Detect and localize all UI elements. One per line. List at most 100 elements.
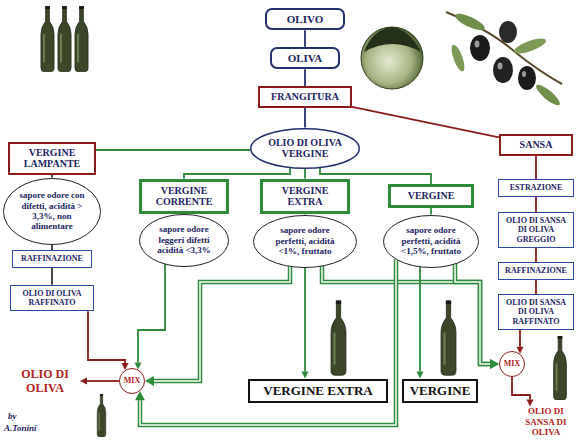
- bottle-icon: [97, 394, 106, 437]
- process-box: OLIVO: [265, 8, 345, 31]
- node-text: sapore odore perfetti, acidità <1,5%, fr…: [396, 225, 467, 256]
- olive-fruit: [493, 57, 513, 83]
- author-note: by: [8, 411, 17, 421]
- node-text: sapore odore leggeri difetti acidità <3,…: [151, 224, 218, 255]
- connector: [305, 69, 306, 86]
- node-text: VERGINE EXTRA: [252, 384, 384, 399]
- process-box: VERGINE: [402, 379, 478, 404]
- bottle-icon: [331, 301, 346, 375]
- node-text: OLIO DI OLIVA: [10, 368, 80, 396]
- connector-line: [304, 268, 306, 372]
- connector-line-inner: [455, 264, 490, 364]
- description-ellipse: sapore odore perfetti, acidità <1%, frut…: [253, 215, 357, 268]
- connector-line-inner: [140, 259, 396, 425]
- node-text: OLIO DI SANSA DI OLIVA: [518, 406, 574, 437]
- process-box: VERGINE: [388, 184, 474, 208]
- olive-photo: [361, 27, 423, 89]
- connector: [536, 156, 537, 180]
- node-text: OLIVO: [269, 13, 341, 26]
- process-box: RAFFINAZIONE: [12, 250, 92, 267]
- node-text: VERGINE: [406, 384, 474, 399]
- connector: [52, 175, 53, 178]
- olive-fruit: [499, 21, 517, 43]
- arrow-heads: [80, 378, 87, 385]
- process-box: VERGINE EXTRA: [260, 179, 350, 214]
- mix-circle: MIX: [119, 368, 145, 394]
- bottle-icon: [41, 6, 54, 72]
- process-box: VERGINE CORRENTE: [139, 179, 229, 214]
- process-box: VERGINE EXTRA: [248, 379, 388, 404]
- node-text: ESTRAZIONE: [501, 183, 571, 192]
- node-text: VERGINE LAMPANTE: [12, 147, 92, 170]
- node-text: OLIO DI OLIVA VERGINE: [265, 137, 346, 160]
- node-text: VERGINE: [393, 190, 469, 202]
- node-text: FRANGITURA: [262, 91, 348, 103]
- connector: [305, 214, 306, 215]
- connector-line: [140, 259, 396, 425]
- olive-leaf: [449, 43, 467, 72]
- ellipse-shape: [140, 214, 229, 266]
- node-text: MIX: [124, 376, 140, 385]
- author-note: A.Tonini: [4, 423, 36, 433]
- description-ellipse: OLIO DI OLIVA VERGINE: [250, 128, 360, 169]
- connector: [305, 30, 306, 46]
- connector: [305, 169, 306, 179]
- olive-photo: [364, 27, 421, 52]
- process-box: OLIO DI OLIVA RAFFINATO: [10, 285, 94, 311]
- connector-line: [304, 69, 306, 86]
- olive-highlight: [498, 63, 503, 70]
- node-text: SANSA: [503, 139, 569, 151]
- connector: [184, 168, 290, 179]
- arrow-heads: [145, 376, 154, 386]
- connector: [80, 378, 119, 385]
- connector-line: [512, 377, 530, 399]
- connector: [135, 259, 396, 425]
- connector-line: [304, 30, 306, 46]
- olive-fruit: [518, 66, 536, 90]
- bottle-icon: [441, 301, 456, 375]
- process-box: ESTRAZIONE: [498, 179, 574, 196]
- ellipse-shape: [384, 215, 479, 267]
- olive-leaf: [534, 82, 563, 108]
- arrow-head: [302, 372, 309, 379]
- olive-fruit: [470, 35, 490, 61]
- description-ellipse: sapore odore perfetti, acidità <1,5%, fr…: [383, 215, 479, 268]
- arrow-head: [80, 378, 87, 385]
- connector-line: [304, 214, 306, 215]
- product-label: OLIO DI OLIVA: [10, 368, 80, 396]
- process-box: OLIO DI SANSA DI OLIVA RAFFINATO: [498, 294, 574, 330]
- ellipse-shape: [251, 128, 360, 168]
- arrow-head: [490, 359, 499, 369]
- connector-line: [51, 268, 53, 285]
- connector: [536, 248, 537, 263]
- node-text: OLIO DI SANSA DI OLIVA GREGGIO: [501, 216, 571, 244]
- connector-line: [304, 108, 306, 128]
- connector-line: [430, 208, 432, 215]
- arrow-heads: [302, 372, 309, 379]
- node-text: OLIO DI SANSA DI OLIVA RAFFINATO: [501, 298, 571, 326]
- node-text: OLIVA: [274, 52, 336, 65]
- ellipse-shape: [4, 178, 101, 244]
- connector: [517, 330, 524, 354]
- arrow-head: [145, 376, 154, 386]
- node-text: VERGINE CORRENTE: [144, 185, 224, 208]
- connector: [512, 377, 534, 406]
- bottle-icon: [58, 6, 71, 72]
- description-ellipse: sapore odore con difetti, acidità > 3,3%…: [3, 178, 101, 245]
- node-text: RAFFINAZIONE: [501, 266, 571, 275]
- arrow-head: [490, 359, 499, 369]
- connector-line-inner: [154, 266, 290, 381]
- connector-line: [184, 168, 290, 179]
- connector-line: [154, 266, 290, 381]
- olive-leaf: [453, 11, 486, 34]
- connector-line: [88, 311, 125, 363]
- connector-line: [51, 175, 53, 178]
- olive-highlight: [475, 41, 480, 48]
- bottle-icon: [554, 336, 567, 400]
- connector: [431, 208, 432, 215]
- arrow-heads: [490, 359, 499, 369]
- connector-line: [96, 149, 250, 151]
- connector: [536, 197, 537, 213]
- connector-line: [138, 264, 165, 362]
- arrow-head: [527, 399, 534, 406]
